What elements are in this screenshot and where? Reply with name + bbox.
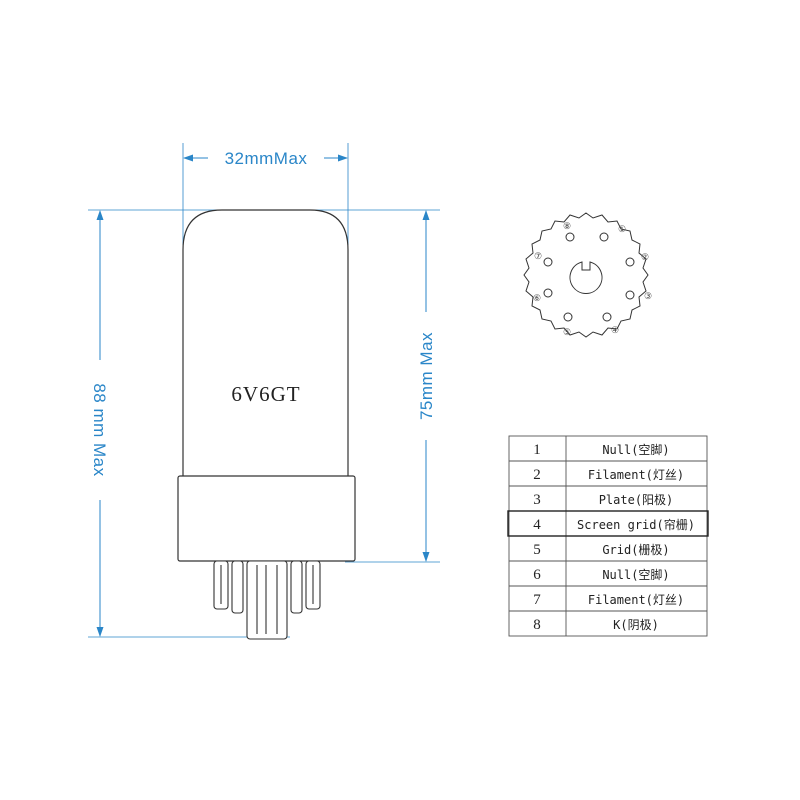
center-key bbox=[246, 560, 288, 640]
pin-hole-5 bbox=[563, 312, 573, 322]
total-height-label: 88 mm Max bbox=[90, 383, 109, 476]
table-row-1-pin: 1 bbox=[533, 442, 541, 458]
pin-hole-3 bbox=[625, 290, 635, 300]
pin-hole-2 bbox=[625, 257, 635, 267]
table-row-7-name: Filament(灯丝) bbox=[588, 593, 684, 607]
table-row-7-pin: 7 bbox=[533, 592, 541, 608]
vacuum-tube: 6V6GT bbox=[177, 209, 356, 562]
width-dimension: 32mmMax bbox=[182, 143, 349, 245]
pin-hole-6 bbox=[543, 288, 553, 298]
bulb-height-label: 75mm Max bbox=[417, 332, 436, 420]
table-row-5-name: Grid(栅极) bbox=[602, 542, 669, 557]
pin-left-inner bbox=[231, 560, 244, 614]
pin-label-2: ② bbox=[641, 252, 649, 262]
table-row-6-name: Null(空脚) bbox=[602, 567, 669, 582]
pin-hole-1 bbox=[599, 232, 609, 242]
width-label: 32mmMax bbox=[225, 149, 308, 168]
pin-hole-4 bbox=[602, 312, 612, 322]
table-row-4-pin: 4 bbox=[533, 517, 541, 533]
pin-hole-8 bbox=[565, 232, 575, 242]
table-row-3-name: Plate(阳极) bbox=[599, 493, 674, 507]
table-row-8-name: K(阴极) bbox=[613, 618, 659, 632]
glass-bulb bbox=[182, 209, 349, 476]
bulb-height-dimension: 75mm Max bbox=[290, 209, 440, 563]
table-row-4-name: Screen grid(帘栅) bbox=[577, 517, 695, 532]
table-row-2-pin: 2 bbox=[533, 467, 541, 483]
socket-bottom-view: ① ② ③ ④ ⑤ ⑥ ⑦ ⑧ bbox=[523, 212, 652, 338]
pin-right-inner bbox=[290, 560, 303, 614]
tube-base bbox=[177, 475, 356, 562]
tube-pins bbox=[213, 560, 321, 640]
table-row-5-pin: 5 bbox=[533, 542, 541, 558]
table-row-6-pin: 6 bbox=[533, 567, 541, 583]
highlighted-row-4 bbox=[507, 510, 709, 537]
tube-model-label: 6V6GT bbox=[231, 382, 300, 406]
table-row-3-pin: 3 bbox=[533, 492, 541, 508]
pinout-table-text: 1 Null(空脚) 2 Filament(灯丝) 3 Plate(阳极) 4 … bbox=[533, 442, 695, 633]
pin-label-4: ④ bbox=[611, 325, 619, 335]
pin-label-7: ⑦ bbox=[534, 251, 542, 261]
table-row-2-name: Filament(灯丝) bbox=[588, 468, 684, 482]
pin-label-6: ⑥ bbox=[533, 293, 541, 303]
table-row-8-pin: 8 bbox=[533, 617, 541, 633]
pin-label-8: ⑧ bbox=[563, 221, 571, 231]
table-row-1-name: Null(空脚) bbox=[602, 442, 669, 457]
pinout-table bbox=[507, 435, 709, 637]
center-key-hole bbox=[569, 261, 603, 294]
pin-label-5: ⑤ bbox=[563, 327, 571, 337]
pin-hole-7 bbox=[543, 257, 553, 267]
pin-label-3: ③ bbox=[644, 291, 652, 301]
pin-label-1: ① bbox=[618, 224, 626, 234]
